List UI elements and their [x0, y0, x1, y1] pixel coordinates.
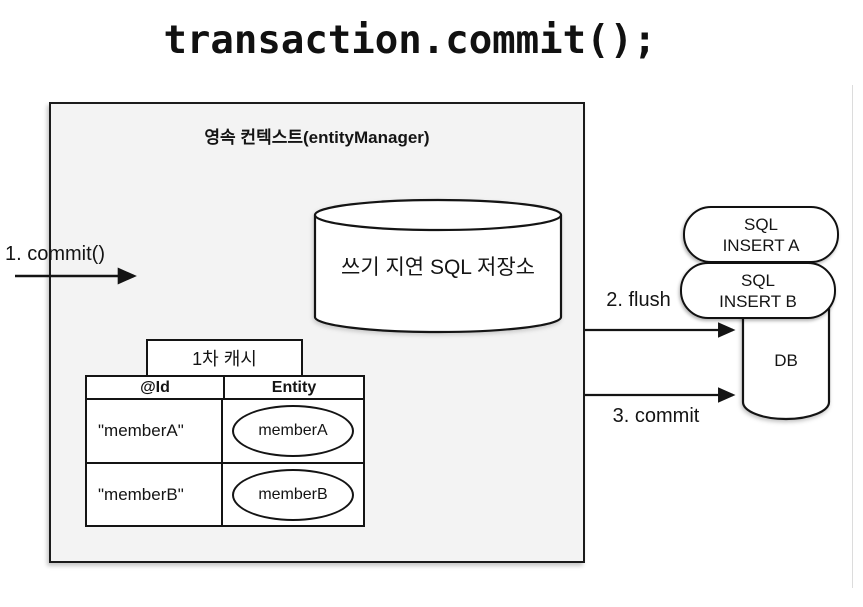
first-level-cache-tab: 1차 캐시 — [146, 339, 303, 377]
entity-ellipse: memberB — [232, 468, 354, 521]
commit-in-label: 1. commit() — [5, 243, 105, 265]
window-edge-line — [852, 85, 853, 588]
id-cell: "memberB" — [87, 464, 223, 525]
column-header-entity: Entity — [271, 378, 317, 396]
table-row: "memberA" memberA — [87, 400, 363, 464]
persistence-context-title: 영속 컨텍스트(entityManager) — [204, 128, 430, 147]
column-header-id: @Id — [87, 377, 225, 398]
flush-label: 2. flush — [606, 289, 671, 311]
page-title: transaction.commit(); — [163, 18, 657, 63]
id-cell: "memberA" — [87, 400, 223, 462]
entity-ellipse: memberA — [232, 405, 354, 457]
table-row: "memberB" memberB — [87, 464, 363, 525]
sql-insert-b-line1: SQL — [740, 270, 776, 290]
first-level-cache-tab-label: 1차 캐시 — [192, 349, 257, 369]
cache-table-header: @Id Entity — [87, 377, 363, 400]
first-level-cache-table: @Id Entity "memberA" memberA "memberB" m… — [85, 375, 365, 527]
sql-insert-b-pill: SQL INSERT B — [680, 262, 836, 319]
sql-insert-a-line1: SQL — [743, 214, 779, 234]
sql-insert-a-pill: SQL INSERT A — [683, 206, 839, 263]
sql-insert-a-line2: INSERT A — [722, 235, 800, 255]
write-behind-storage-label: 쓰기 지연 SQL 저장소 — [341, 256, 535, 279]
entity-cell: memberB — [223, 464, 363, 525]
sql-insert-b-line2: INSERT B — [719, 291, 797, 311]
db-label: DB — [774, 351, 798, 370]
entity-cell: memberA — [223, 400, 363, 462]
commit-out-label: 3. commit — [612, 405, 700, 427]
